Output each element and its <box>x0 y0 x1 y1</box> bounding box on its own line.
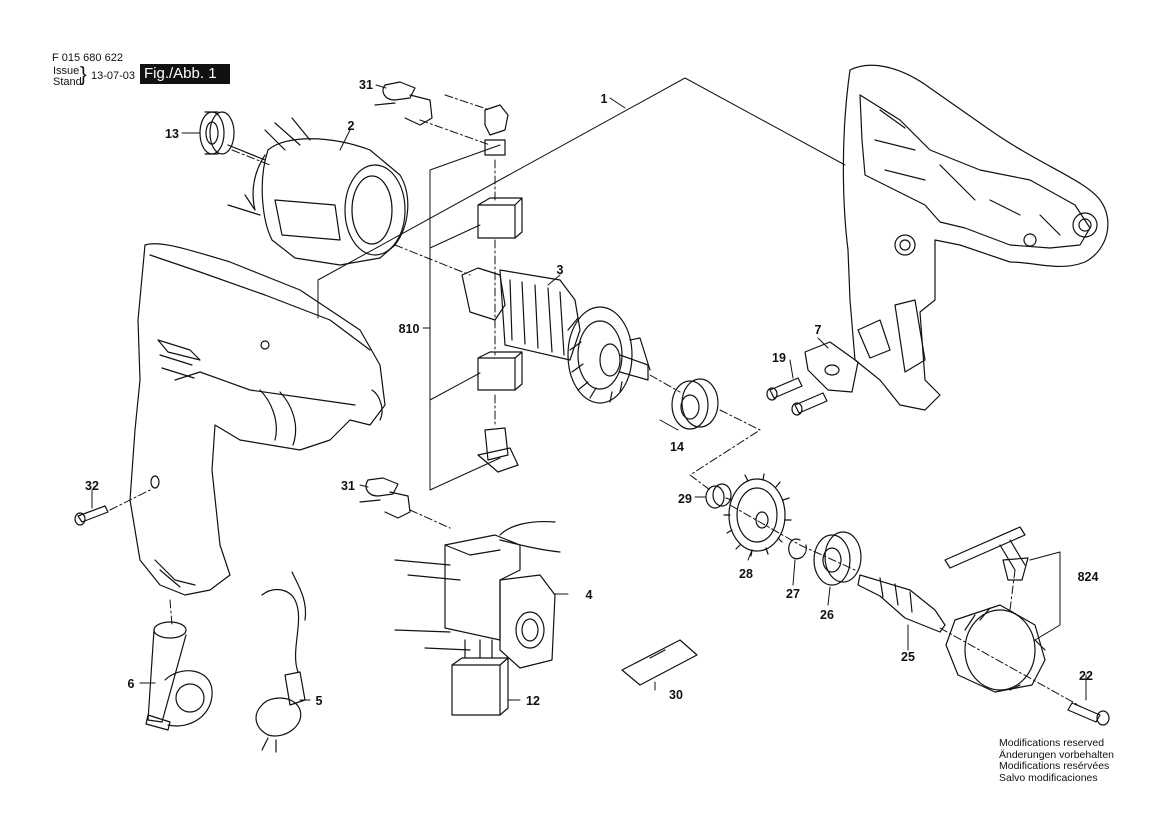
switch <box>394 520 561 669</box>
callout-810: 810 <box>399 322 420 336</box>
brush-cover <box>804 341 859 393</box>
callout-31-bottom: 31 <box>341 479 355 493</box>
callout-29: 29 <box>678 492 692 506</box>
callout-22: 22 <box>1079 669 1093 683</box>
spindle <box>857 574 946 633</box>
callout-4: 4 <box>586 588 593 602</box>
chuck-key <box>944 526 1029 581</box>
gear-28 <box>723 473 792 557</box>
stand-label: Stand <box>53 76 82 88</box>
issue-date: 13-07-03 <box>91 70 136 82</box>
screw-19a <box>766 377 803 401</box>
modification-notes: Modifications reserved Änderungen vorbeh… <box>999 737 1115 784</box>
callout-labels: 1 2 3 4 5 6 7 12 13 14 19 22 25 26 27 28… <box>85 78 1098 708</box>
capacitor <box>451 639 509 716</box>
brush-assembly <box>477 104 523 473</box>
screw-32 <box>74 505 109 526</box>
note-de: Änderungen vorbehalten <box>999 748 1115 761</box>
bearing-14 <box>671 378 719 430</box>
callout-30: 30 <box>669 688 683 702</box>
callout-824: 824 <box>1078 570 1099 584</box>
armature <box>461 267 651 404</box>
part-30 <box>621 639 698 686</box>
bearing-13 <box>199 111 235 155</box>
housing-shell-left <box>129 243 386 596</box>
callout-27: 27 <box>786 587 800 601</box>
callout-5: 5 <box>316 694 323 708</box>
callout-25: 25 <box>901 650 915 664</box>
bearing-26 <box>813 531 862 586</box>
callout-26: 26 <box>820 608 834 622</box>
screw-19b <box>791 392 828 416</box>
spacer-29 <box>705 483 732 509</box>
callout-7: 7 <box>815 323 822 337</box>
callout-3: 3 <box>557 263 564 277</box>
note-es: Salvo modificaciones <box>999 771 1098 784</box>
issue-label: Issue <box>53 65 80 77</box>
note-en: Modifications reserved <box>999 737 1105 749</box>
callout-12: 12 <box>526 694 540 708</box>
figure-label: Fig./Abb. 1 <box>140 64 230 84</box>
callout-2: 2 <box>348 119 355 133</box>
assembly-axes <box>109 94 1081 707</box>
callout-31-top: 31 <box>359 78 373 92</box>
callout-13: 13 <box>165 127 179 141</box>
callout-32: 32 <box>85 479 99 493</box>
wire-clip-31-top <box>374 81 433 126</box>
callout-6: 6 <box>128 677 135 691</box>
stator <box>227 117 409 266</box>
callout-19: 19 <box>772 351 786 365</box>
chuck-screw-22 <box>1067 702 1110 726</box>
wire-clip-31-bottom <box>359 477 411 519</box>
callout-1: 1 <box>601 92 608 106</box>
drill-chuck <box>945 604 1046 693</box>
part-number: F 015 680 622 <box>52 52 123 64</box>
brace: } <box>80 64 87 86</box>
housing-shell-right <box>842 64 1109 411</box>
circlip-27 <box>788 538 807 560</box>
leader-lines <box>91 77 1087 701</box>
callout-28: 28 <box>739 567 753 581</box>
note-fr: Modifications resérvées <box>999 760 1110 772</box>
side-handle <box>145 621 213 731</box>
callout-14: 14 <box>670 440 684 454</box>
mains-cable <box>255 571 307 753</box>
